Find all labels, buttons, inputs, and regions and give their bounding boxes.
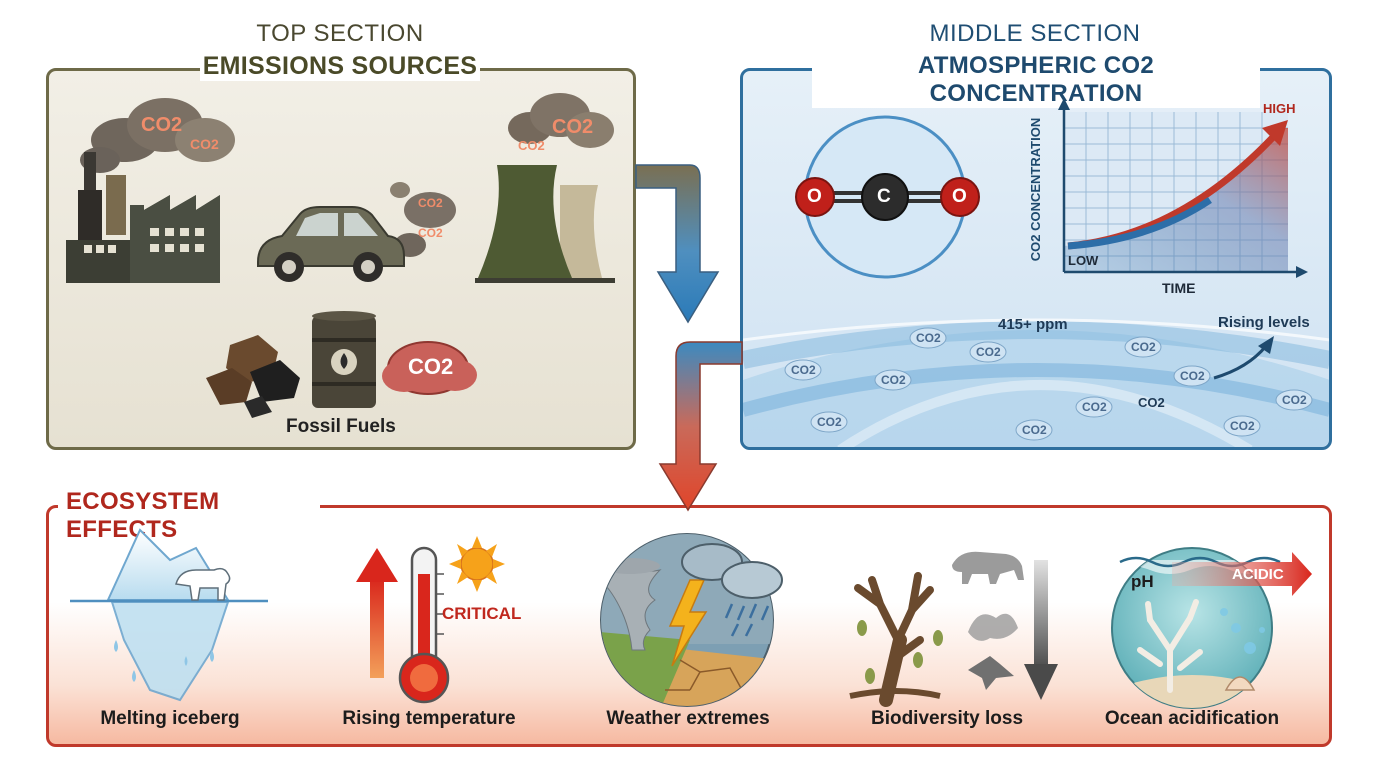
- concentration-graph: [1058, 98, 1308, 278]
- molecule-oxygen-right: O: [952, 186, 967, 207]
- co2-label-factory-small: CO2: [190, 136, 219, 152]
- atmosphere-title-wrap: ATMOSPHERIC CO2 CONCENTRATION: [812, 52, 1260, 108]
- co2-label-fossil-cloud: CO2: [408, 354, 454, 379]
- co2-bubble: CO2: [1180, 369, 1205, 383]
- weather-extremes-icon: [600, 533, 783, 707]
- effect-label-weather-extremes: Weather extremes: [606, 708, 770, 729]
- ocean-acidification-icon: [1111, 547, 1312, 709]
- ecosystem-title-wrap: ECOSYSTEM EFFECTS: [58, 488, 320, 544]
- graph-high-label: HIGH: [1263, 101, 1296, 116]
- co2-bubble: CO2: [1230, 419, 1255, 433]
- biodiversity-icon: [849, 551, 1058, 707]
- thermometer-icon: [356, 536, 505, 704]
- co2-bubble: CO2: [1282, 393, 1307, 407]
- co2-bubble: CO2: [1131, 340, 1156, 354]
- co2-label-car-top: CO2: [418, 196, 443, 210]
- ecosystem-title: ECOSYSTEM EFFECTS: [66, 488, 220, 543]
- sun-icon: [449, 536, 505, 592]
- graph-low-label: LOW: [1068, 253, 1099, 268]
- co2-bubble: CO2: [976, 345, 1001, 359]
- graph-y-label: CO2 CONCENTRATION: [1028, 117, 1044, 262]
- co2-label-car-bottom: CO2: [418, 226, 443, 240]
- co2-label-tower-small: CO2: [518, 138, 545, 153]
- effect-label-melting-iceberg: Melting iceberg: [100, 708, 240, 729]
- co2-bubble: CO2: [817, 415, 842, 429]
- top-section-heading: TOP SECTION: [130, 20, 550, 48]
- molecule-oxygen-left: O: [807, 186, 822, 207]
- molecule-carbon: C: [877, 186, 891, 207]
- co2-bubble: CO2: [1138, 395, 1165, 410]
- co2-label-tower-large: CO2: [552, 116, 594, 138]
- middle-section-subtitle: MIDDLE SECTION: [929, 20, 1141, 47]
- co2-bubble: CO2: [916, 331, 941, 345]
- atmosphere-bands: [743, 318, 1329, 447]
- top-section-subtitle: TOP SECTION: [256, 20, 424, 47]
- flow-arrow-atmosphere-to-ecosystem: [658, 341, 743, 512]
- rising-levels-label: Rising levels: [1218, 314, 1310, 331]
- flow-arrow-emissions-to-atmosphere: [635, 164, 720, 324]
- effect-label-rising-temperature: Rising temperature: [342, 708, 516, 729]
- iceberg-icon: [70, 528, 268, 702]
- co2-bubble: CO2: [791, 363, 816, 377]
- emissions-title: EMISSIONS SOURCES: [202, 52, 478, 80]
- power-plant-icon: [475, 93, 615, 283]
- co2-bubble: CO2: [881, 373, 906, 387]
- critical-label: CRITICAL: [442, 604, 522, 623]
- fossil-fuels-label: Fossil Fuels: [286, 416, 396, 437]
- car-icon: [257, 182, 456, 282]
- rising-levels-arrow: [1213, 336, 1274, 380]
- graph-x-label: TIME: [1162, 280, 1196, 296]
- ph-label: pH: [1131, 572, 1154, 591]
- ppm-label: 415+ ppm: [998, 316, 1068, 333]
- co2-bubble: CO2: [1022, 423, 1047, 437]
- co2-label-factory-large: CO2: [141, 114, 183, 136]
- atmosphere-title: ATMOSPHERIC CO2 CONCENTRATION: [917, 52, 1155, 107]
- middle-section-heading: MIDDLE SECTION: [830, 20, 1240, 48]
- co2-molecule-icon: [795, 115, 980, 279]
- effect-label-ocean-acidification: Ocean acidification: [1104, 708, 1280, 729]
- acidic-label: ACIDIC: [1232, 566, 1284, 583]
- emissions-title-wrap: EMISSIONS SOURCES: [200, 52, 480, 81]
- fossil-fuels-icon: [206, 311, 477, 418]
- co2-bubble: CO2: [1082, 400, 1107, 414]
- effect-label-biodiversity-loss: Biodiversity loss: [870, 708, 1024, 729]
- factory-icon: [66, 98, 235, 283]
